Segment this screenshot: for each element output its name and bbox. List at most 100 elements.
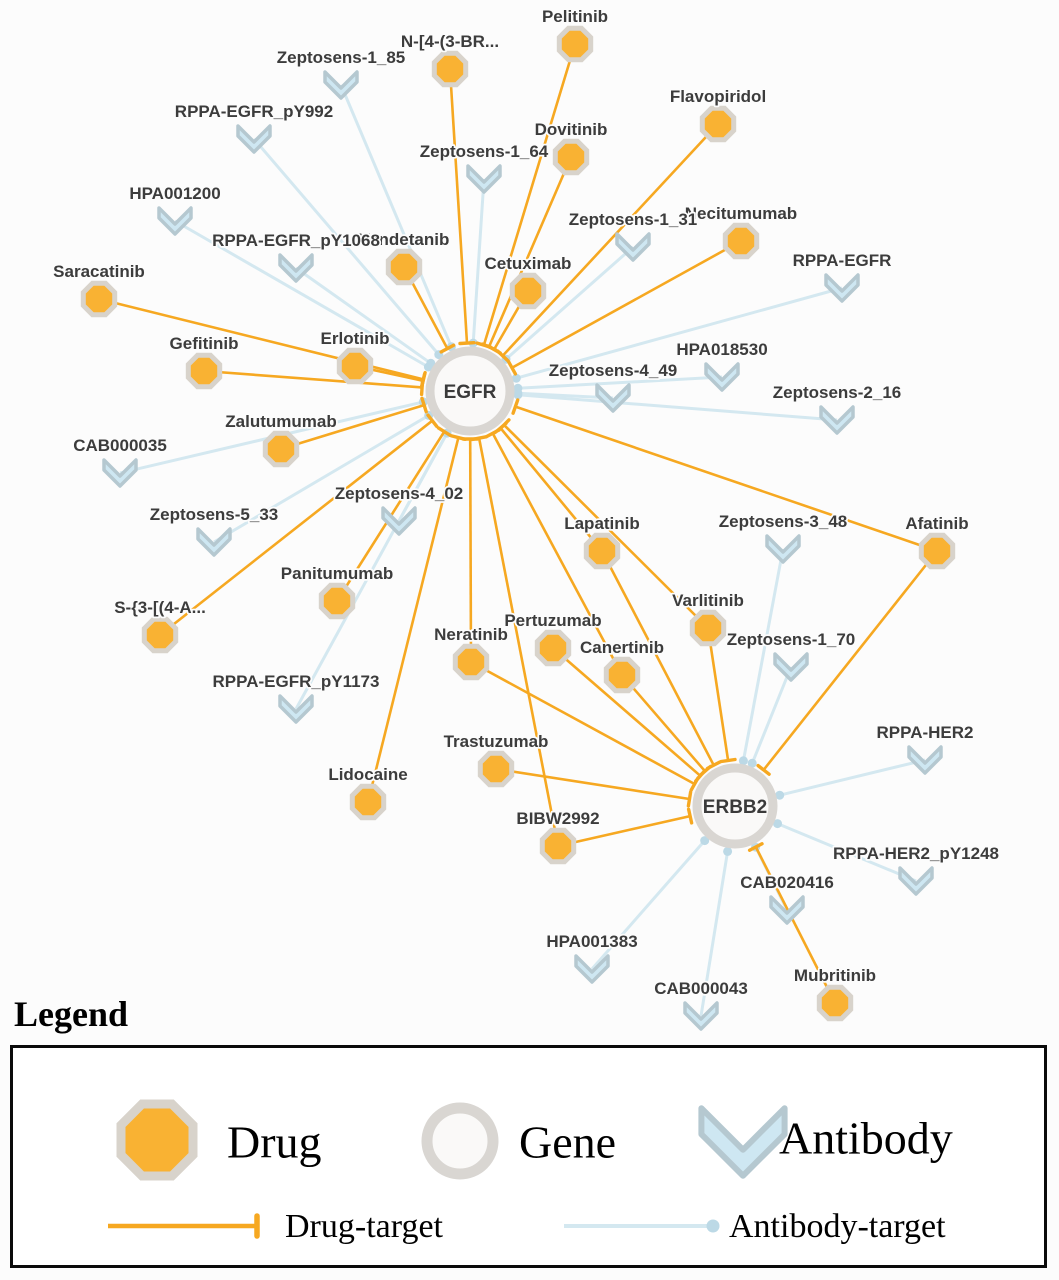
legend-antibody-target-label: Antibody-target xyxy=(729,1208,946,1245)
drug-node-Saracatinib[interactable] xyxy=(80,280,118,318)
legend-drug-label: Drug xyxy=(227,1116,322,1168)
drug-label-Dovitinib: Dovitinib xyxy=(535,120,608,139)
gene-label-EGFR: EGFR xyxy=(444,382,497,403)
antibody-node-Zeptosens-1_64[interactable] xyxy=(466,164,502,194)
antibody-target-edge-Zeptosens-5_33 xyxy=(213,414,430,544)
drug-node-Erlotinib[interactable] xyxy=(336,347,374,385)
drug-node-Panitumumab[interactable] xyxy=(318,582,356,620)
antibody-target-edge-CAB000043 xyxy=(699,851,730,1017)
antibody-node-icon xyxy=(698,1105,788,1179)
drug-node-Pertuzumab[interactable] xyxy=(534,629,572,667)
drug-node-BIBW2992[interactable] xyxy=(539,827,577,865)
drug-node-Cetuximab[interactable] xyxy=(509,272,547,310)
antibody-label-CAB000043: CAB000043 xyxy=(654,979,748,998)
drug-target-edge-Varlitinib xyxy=(503,423,709,629)
antibody-node-HPA001383[interactable] xyxy=(574,954,610,984)
antibody-node-Zeptosens-2_16[interactable] xyxy=(819,405,855,435)
drug-target-edge-BIBW2992 xyxy=(557,814,691,848)
antibody-node-RPPA-EGFR_pY1173[interactable] xyxy=(278,694,314,724)
antibody-label-Zeptosens-4_02: Zeptosens-4_02 xyxy=(335,484,464,503)
drug-target-tee xyxy=(719,757,737,764)
drug-edge-layer xyxy=(98,43,939,1004)
drug-node-Mubritinib[interactable] xyxy=(816,984,854,1022)
drug-target-edge-Necitumumab xyxy=(511,239,742,369)
drug-label-Lidocaine: Lidocaine xyxy=(328,765,407,784)
antibody-target-edge-Zeptosens-1_70 xyxy=(750,666,793,764)
antibody-node-RPPA-EGFR_pY1068[interactable] xyxy=(278,253,314,283)
drug-label-Trastuzumab: Trastuzumab xyxy=(444,732,549,751)
antibody-node-Zeptosens-4_49[interactable] xyxy=(595,383,631,413)
drug-node-Varlitinib[interactable] xyxy=(689,609,727,647)
drug-target-tee xyxy=(506,360,518,376)
drug-node-Canertinib[interactable] xyxy=(603,656,641,694)
drug-node-Zalutumumab[interactable] xyxy=(262,430,300,468)
node-layer xyxy=(80,25,956,1031)
drug-node-Gefitinib[interactable] xyxy=(185,352,223,390)
antibody-target-edge-RPPA-HER2_pY1248 xyxy=(776,822,917,883)
antibody-label-Zeptosens-1_31: Zeptosens-1_31 xyxy=(569,210,698,229)
drug-node-S3A[interactable] xyxy=(141,616,179,654)
antibody-node-Zeptosens-1_85[interactable] xyxy=(323,70,359,100)
antibody-node-RPPA-EGFR[interactable] xyxy=(824,273,860,303)
antibody-target-edge-HPA018530 xyxy=(517,375,723,390)
antibody-node-HPA018530[interactable] xyxy=(704,362,740,392)
drug-target-tee xyxy=(486,344,502,355)
gene-node-EGFR[interactable] xyxy=(425,346,515,436)
drug-target-tee xyxy=(420,396,428,414)
drug-target-tee xyxy=(747,842,764,852)
drug-label-Saracatinib: Saracatinib xyxy=(53,262,145,281)
drug-target-edge-Canertinib xyxy=(621,674,706,773)
antibody-target-dot xyxy=(747,758,757,768)
drug-label-Pertuzumab: Pertuzumab xyxy=(504,611,601,630)
antibody-node-Zeptosens-1_31[interactable] xyxy=(615,232,651,262)
gene-node-ERBB2[interactable] xyxy=(692,763,778,849)
antibody-label-RPPA-EGFR_pY992: RPPA-EGFR_pY992 xyxy=(175,102,333,121)
antibody-target-edge-icon xyxy=(564,1219,720,1233)
antibody-target-dot xyxy=(723,846,733,856)
drug-node-Pelitinib[interactable] xyxy=(556,25,594,63)
drug-target-edge-icon xyxy=(108,1213,260,1239)
antibody-node-RPPA-EGFR_pY992[interactable] xyxy=(236,124,272,154)
antibody-node-CAB020416[interactable] xyxy=(769,895,805,925)
drug-target-tee xyxy=(694,768,707,783)
drug-target-edge-NBR xyxy=(448,68,469,344)
drug-node-Lapatinib[interactable] xyxy=(583,532,621,570)
drug-target-edge-Gefitinib xyxy=(203,369,423,389)
drug-node-NBR[interactable] xyxy=(431,50,469,88)
antibody-node-Zeptosens-5_33[interactable] xyxy=(196,527,232,557)
legend-antibody-label: Antibody xyxy=(779,1112,953,1164)
drug-gene-antibody-network: PelitinibN-[4-(3-BR...FlavopiridolDoviti… xyxy=(51,5,1001,1031)
drug-node-Flavopiridol[interactable] xyxy=(699,105,737,143)
drug-label-Pelitinib: Pelitinib xyxy=(542,7,608,26)
drug-target-edge-Neratinib xyxy=(468,438,473,663)
antibody-node-HPA001200[interactable] xyxy=(157,206,193,236)
drug-target-tee xyxy=(426,413,439,428)
drug-node-Trastuzumab[interactable] xyxy=(477,750,515,788)
drug-node-Lidocaine[interactable] xyxy=(349,783,387,821)
drug-target-edge-Pelitinib xyxy=(482,43,577,346)
drug-node-Necitumumab[interactable] xyxy=(722,222,760,260)
antibody-node-Zeptosens-3_48[interactable] xyxy=(765,534,801,564)
antibody-label-RPPA-EGFR_pY1173: RPPA-EGFR_pY1173 xyxy=(213,672,380,691)
antibody-node-Zeptosens-1_70[interactable] xyxy=(773,652,809,682)
drug-label-Gefitinib: Gefitinib xyxy=(170,334,239,353)
label-layer: PelitinibN-[4-(3-BR...FlavopiridolDoviti… xyxy=(51,5,1000,1000)
antibody-node-Zeptosens-4_02[interactable] xyxy=(381,506,417,536)
antibody-node-CAB000035[interactable] xyxy=(102,458,138,488)
antibody-node-RPPA-HER2_pY1248[interactable] xyxy=(898,866,934,896)
drug-node-Afatinib[interactable] xyxy=(918,532,956,570)
antibody-node-CAB000043[interactable] xyxy=(683,1001,719,1031)
drug-label-Zalutumumab: Zalutumumab xyxy=(225,412,336,431)
antibody-label-CAB000035: CAB000035 xyxy=(73,436,167,455)
drug-target-edge-Trastuzumab xyxy=(495,767,690,801)
antibody-node-RPPA-HER2[interactable] xyxy=(907,745,943,775)
drug-node-icon xyxy=(116,1099,198,1181)
drug-node-Neratinib[interactable] xyxy=(452,643,490,681)
legend-gene-item xyxy=(415,1096,505,1191)
antibody-target-edge-RPPA-EGFR_pY1173 xyxy=(294,432,449,710)
drug-target-tee xyxy=(497,418,511,432)
drug-node-Dovitinib[interactable] xyxy=(552,138,590,176)
drug-node-Vandetanib[interactable] xyxy=(385,248,423,286)
antibody-label-Zeptosens-1_85: Zeptosens-1_85 xyxy=(277,48,406,67)
drug-target-edge-Lidocaine xyxy=(366,437,460,803)
